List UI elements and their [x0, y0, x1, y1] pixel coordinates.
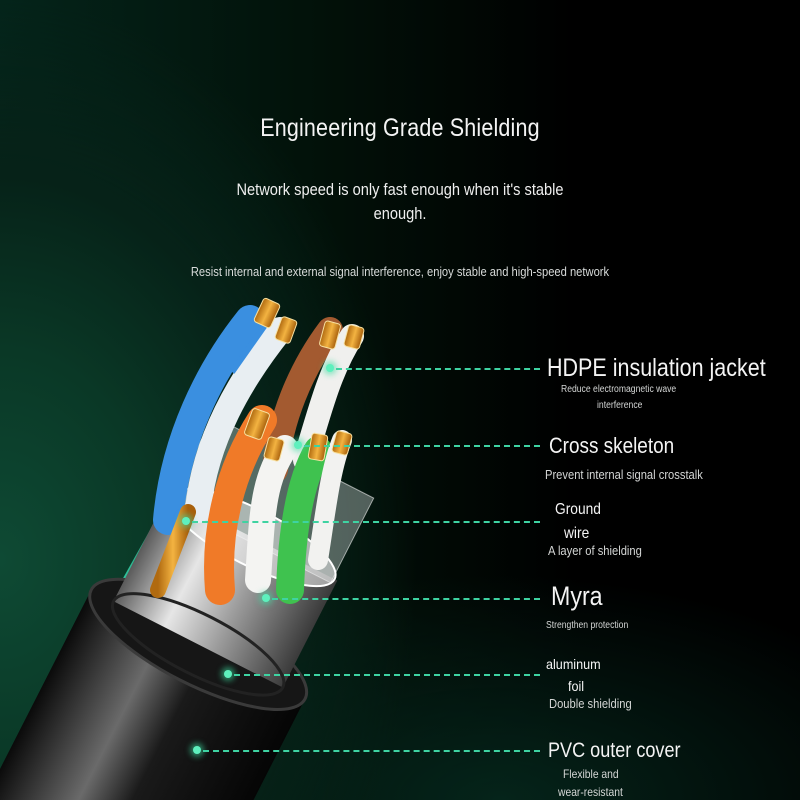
- callout-title: Cross skeleton: [549, 433, 675, 458]
- callout-hdpe: HDPE insulation jacket Reduce electromag…: [547, 353, 800, 411]
- callout-description: Double shielding: [549, 696, 632, 711]
- callout-cross-skeleton: Cross skeleton Prevent internal signal c…: [545, 433, 703, 482]
- callout-dot-aluminum-foil: [224, 670, 232, 678]
- page-title: Engineering Grade Shielding: [260, 114, 540, 142]
- callout-line-cross-skeleton: [304, 445, 540, 447]
- callout-title: PVC outer cover: [548, 739, 681, 762]
- page-subtitle: Network speed is only fast enough when i…: [236, 180, 564, 223]
- callout-description: Strengthen protection: [546, 620, 629, 631]
- callout-title-line1: Ground: [555, 501, 601, 518]
- callout-description: interference: [597, 400, 643, 411]
- callout-title: HDPE insulation jacket: [547, 354, 766, 382]
- callout-title: Myra: [551, 581, 603, 611]
- callout-line-myra: [272, 598, 540, 600]
- callout-title-line2: wire: [564, 525, 590, 542]
- callout-line-aluminum-foil: [234, 674, 540, 676]
- callout-dot-myra: [262, 594, 270, 602]
- callout-title-line2: foil: [568, 678, 585, 694]
- callout-dot-pvc: [193, 746, 201, 754]
- callout-dot-cross-skeleton: [294, 441, 302, 449]
- callout-dot-ground-wire: [182, 517, 190, 525]
- callout-line-ground-wire: [192, 521, 540, 523]
- callout-description: wear-resistant: [558, 785, 623, 799]
- callout-dot-hdpe: [326, 364, 334, 372]
- callout-description: Prevent internal signal crosstalk: [545, 467, 703, 482]
- callout-title-line1: aluminum: [546, 656, 601, 672]
- page-tagline: Resist internal and external signal inte…: [190, 264, 610, 279]
- callout-description: A layer of shielding: [548, 543, 642, 558]
- callout-line-hdpe: [336, 368, 540, 370]
- callout-description: Flexible and: [563, 767, 619, 781]
- callout-line-pvc: [203, 750, 540, 752]
- callout-description: Reduce electromagnetic wave: [561, 384, 677, 395]
